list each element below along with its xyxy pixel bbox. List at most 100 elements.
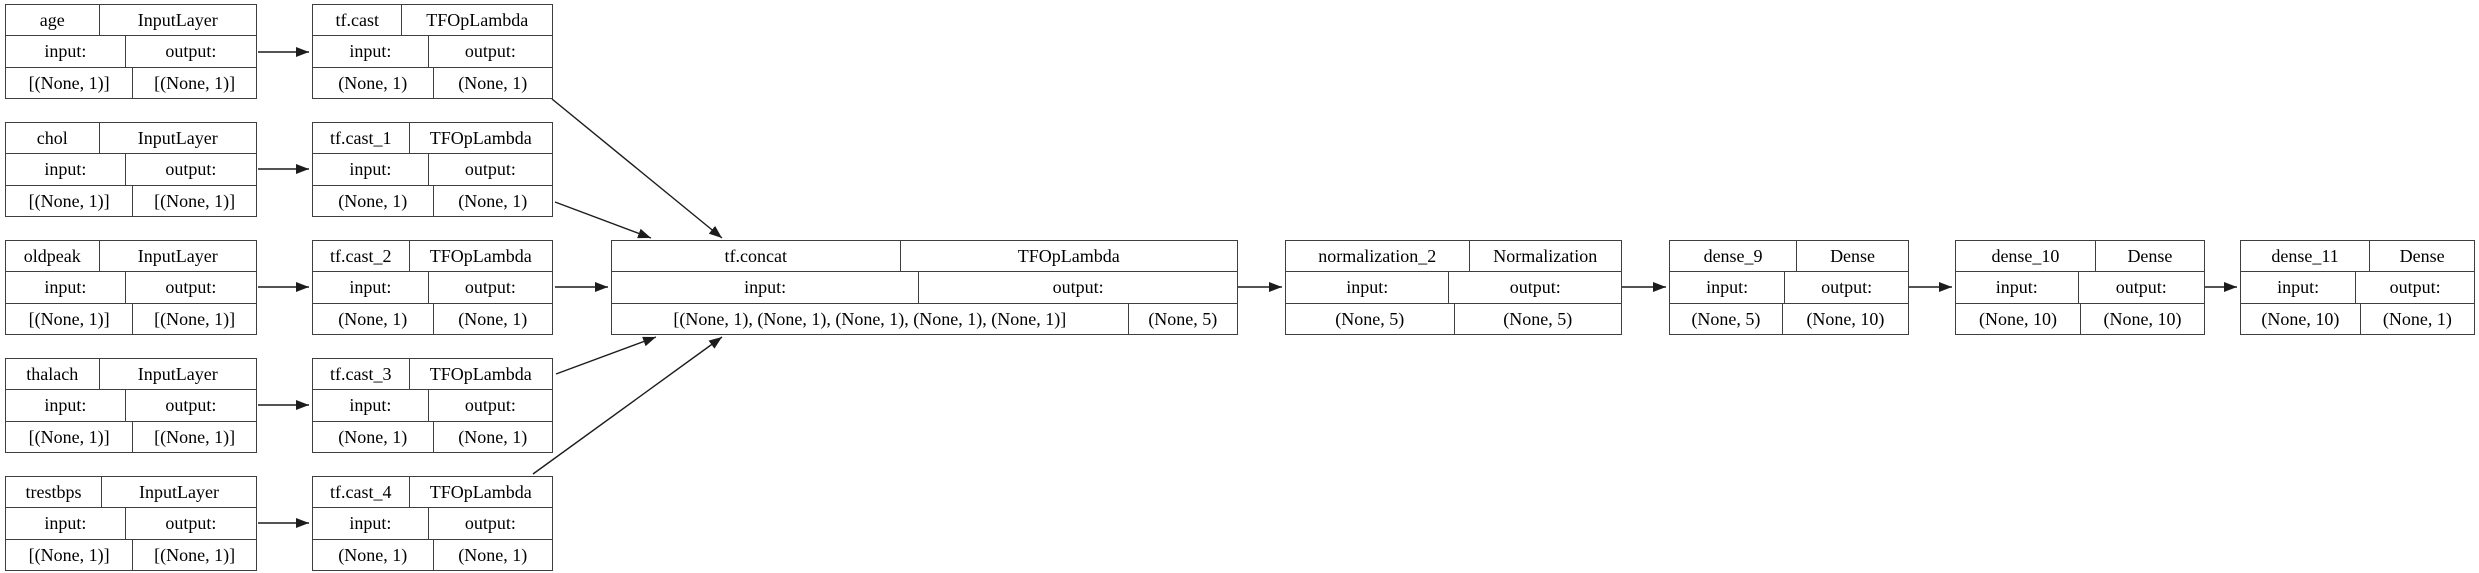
input-shape: (None, 10) — [2261, 308, 2340, 329]
node-row: (None, 10) (None, 1) — [2241, 302, 2474, 334]
input-label: input: — [44, 277, 87, 298]
output-shape: (None, 10) — [1781, 303, 1908, 334]
layer-type: InputLayer — [98, 241, 257, 272]
node-row: (None, 5)(None, 5) — [1286, 302, 1622, 334]
layer-name: oldpeak — [23, 246, 81, 267]
output-shape: (None, 1) — [2359, 303, 2474, 334]
node-row: oldpeak InputLayer — [6, 241, 257, 272]
layer-type: Dense — [2369, 241, 2474, 272]
input-shape: (None, 1) — [338, 426, 408, 447]
node-row: input:output: — [6, 153, 256, 185]
input-shape: [(None, 1), (None, 1), (None, 1), (None,… — [673, 308, 1067, 329]
node-row: [(None, 1)] [(None, 1)] — [6, 66, 256, 98]
node-row: (None, 10)(None, 10) — [1956, 302, 2204, 334]
node-row: tf.cast_3 TFOpLambda — [313, 359, 552, 390]
layer-type: TFOpLambda — [408, 241, 552, 272]
node-row: (None, 1) (None, 1) — [313, 538, 553, 570]
output-shape: (None, 10) — [2080, 303, 2204, 334]
edge-tf.cast_1-to-tf.concat — [554, 201, 652, 239]
layer-name: tf.cast_3 — [330, 364, 392, 385]
output-label: output: — [124, 154, 256, 185]
node-row: [(None, 1)] [(None, 1)] — [6, 184, 256, 216]
layer-name: normalization_2 — [1318, 246, 1437, 267]
output-shape: [(None, 1)] — [132, 421, 256, 452]
layer-type: InputLayer — [101, 477, 256, 508]
node-row: input:output: — [1956, 271, 2204, 303]
input-label: input: — [349, 277, 392, 298]
layer-name: tf.concat — [724, 246, 787, 267]
node-row: tf.cast_2 TFOpLambda — [313, 241, 552, 272]
output-label: output: — [124, 36, 256, 67]
layer-name: tf.cast_4 — [330, 482, 392, 503]
edge-tf.cast_4-to-tf.concat — [532, 336, 723, 475]
input-shape: (None, 5) — [1691, 308, 1761, 329]
layer-node-oldpeak: oldpeak InputLayer input: output:[(None, 1)… — [5, 240, 257, 335]
output-label: output: — [124, 272, 256, 303]
output-shape: [(None, 1)] — [132, 67, 256, 98]
edge-group — [258, 47, 2237, 528]
node-row: dense_10 Dense — [1956, 241, 2204, 272]
input-shape: [(None, 1)] — [28, 72, 110, 93]
node-row: [(None, 1), (None, 1), (None, 1), (None,… — [612, 302, 1237, 334]
output-label: output: — [1448, 272, 1621, 303]
output-shape: (None, 5) — [1453, 303, 1622, 334]
layer-type: TFOpLambda — [408, 477, 552, 508]
node-row: input:output: — [313, 35, 552, 67]
input-label: input: — [349, 395, 392, 416]
layer-type: InputLayer — [98, 359, 257, 390]
output-shape: (None, 1) — [432, 303, 553, 334]
output-shape: (None, 1) — [432, 539, 553, 570]
input-label: input: — [349, 159, 392, 180]
output-shape: (None, 1) — [432, 185, 553, 216]
node-row: tf.concat TFOpLambda — [612, 241, 1238, 272]
node-row: input: output: — [612, 271, 1237, 303]
input-label: input: — [2277, 277, 2320, 298]
node-row: [(None, 1)] [(None, 1)] — [6, 420, 256, 452]
node-row: input:output: — [6, 507, 256, 539]
input-label: input: — [744, 277, 787, 298]
output-label: output: — [2355, 272, 2474, 303]
input-shape: [(None, 1)] — [28, 426, 110, 447]
input-shape: [(None, 1)] — [28, 190, 110, 211]
output-label: output: — [124, 390, 256, 421]
node-row: (None, 1)(None, 1) — [313, 66, 552, 98]
layer-name: chol — [36, 128, 68, 149]
layer-type: TFOpLambda — [408, 359, 552, 390]
node-row: (None, 1)(None, 1) — [313, 302, 553, 334]
input-shape: (None, 1) — [338, 544, 408, 565]
input-label: input: — [1346, 277, 1389, 298]
layer-node-tf.concat: tf.concat TFOpLambda input: output: [(None, … — [611, 240, 1238, 335]
input-label: input: — [1995, 277, 2038, 298]
layer-name: tf.cast_2 — [330, 246, 392, 267]
node-row: input:output: — [6, 389, 256, 421]
node-row: [(None, 1)][(None, 1)] — [6, 302, 256, 334]
layer-name: dense_10 — [1991, 246, 2060, 267]
node-row: [(None, 1)][(None, 1)] — [6, 538, 256, 570]
layer-name: dense_9 — [1703, 246, 1763, 267]
layer-type: Dense — [2094, 241, 2204, 272]
layer-type: InputLayer — [98, 123, 257, 154]
node-row: input:output: — [1670, 271, 1908, 303]
node-row: chol InputLayer — [6, 123, 257, 154]
output-shape: [(None, 1)] — [132, 185, 256, 216]
output-shape: [(None, 1)] — [132, 303, 256, 334]
layer-type: TFOpLambda — [408, 123, 552, 154]
layer-type: InputLayer — [98, 5, 257, 36]
node-row: input:output: — [6, 35, 256, 67]
layer-type: TFOpLambda — [401, 5, 552, 36]
layer-type: TFOpLambda — [899, 241, 1238, 272]
output-label: output: — [918, 272, 1237, 303]
